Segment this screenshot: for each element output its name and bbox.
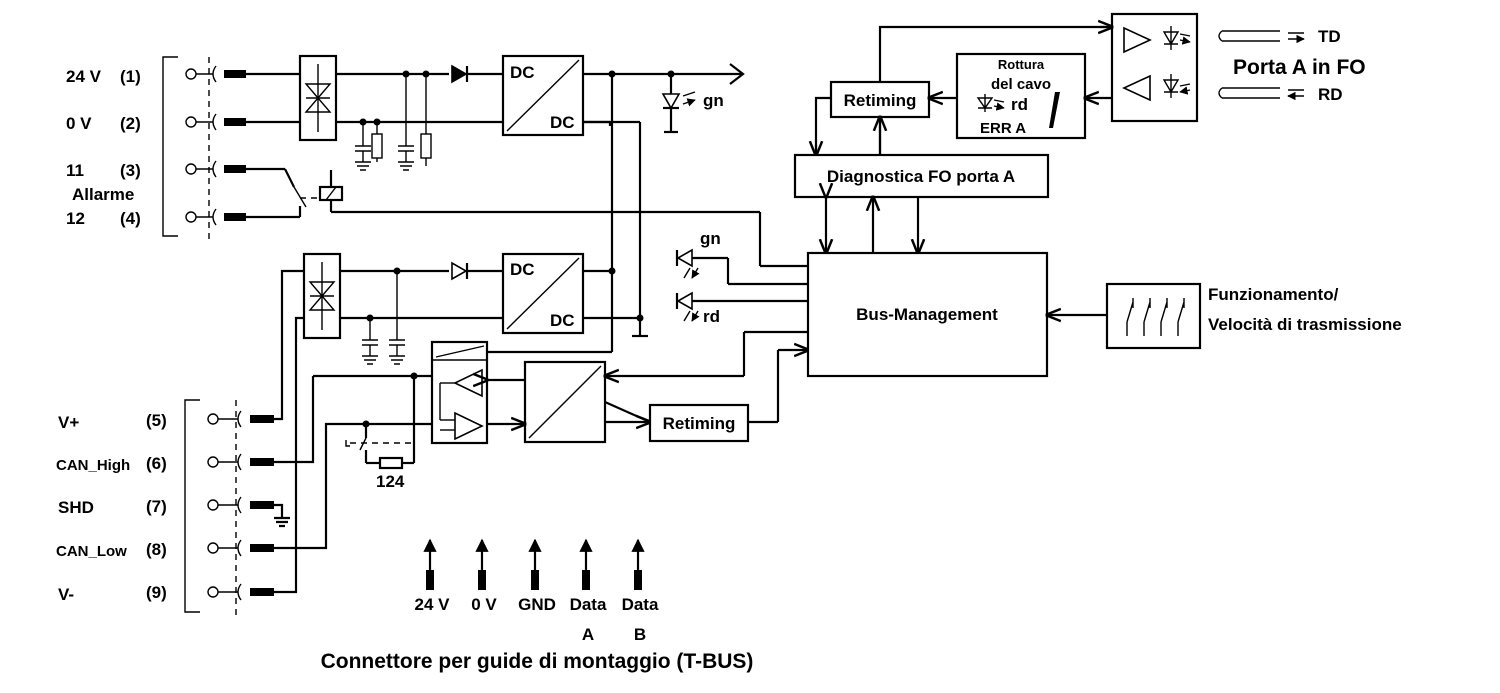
tbus-title: Connettore per guide di montaggio (T-BUS…: [321, 650, 754, 673]
terminal-screw-2: [185, 113, 246, 131]
switch-label-line2: Velocità di trasmissione: [1208, 315, 1402, 334]
terminal-screw-9: [207, 583, 274, 601]
err-a-label: ERR A: [980, 120, 1026, 137]
bus-management-block: Bus-Management: [806, 251, 1049, 378]
cable-break-line1: Rottura: [998, 57, 1045, 72]
tbus-pin-gnd-label: GND: [518, 595, 556, 614]
terminal-2-name: 0 V: [66, 114, 92, 133]
resistor-value-label: 124: [376, 472, 405, 491]
dc-input-label-bottom: DC: [510, 260, 535, 279]
tvs-suppressor-top: [298, 54, 338, 142]
diagnostics-block: Diagnostica FO porta A: [793, 153, 1050, 199]
tbus-pin-data-a-label2: A: [582, 625, 594, 644]
isolated-power-section: DC DC: [302, 252, 648, 365]
tbus-pin-data-b-label1: Data: [622, 595, 659, 614]
terminal-7-number: (7): [146, 497, 167, 516]
optocoupler: [523, 360, 607, 444]
status-led-gn-label: gn: [700, 229, 721, 248]
bus-management-label: Bus-Management: [856, 305, 998, 324]
dc-output-label-bottom: DC: [550, 311, 575, 330]
terminal-block-power: 24 V (1) 0 V (2) 11 (3) Allarme 12 (4): [66, 56, 246, 240]
retiming-can-label: Retiming: [663, 414, 736, 433]
tbus-pin-data-a: Data A: [570, 538, 607, 644]
tbus-pin-0v: 0 V: [471, 538, 497, 614]
terminal-8-number: (8): [146, 540, 167, 559]
terminal-5-number: (5): [146, 411, 167, 430]
tbus-pin-data-b: Data B: [622, 538, 659, 644]
terminal-screw-7: [207, 496, 274, 514]
fo-port-title: Porta A in FO: [1233, 56, 1366, 79]
terminal-screw-4: [185, 208, 246, 226]
terminal-2-number: (2): [120, 114, 141, 133]
cable-break-block: Rottura del cavo rd ERR A: [955, 52, 1087, 140]
terminal-4-number: (4): [120, 209, 141, 228]
terminal-3-number: (3): [120, 161, 141, 180]
tbus-pin-gnd: GND: [518, 538, 556, 614]
terminal-block-can: V+ (5) CAN_High (6) SHD (7) CAN_Low (8) …: [56, 269, 366, 616]
can-transceiver: [430, 340, 489, 445]
terminal-screw-1: [185, 65, 246, 83]
terminal-4-name: 12: [66, 209, 85, 228]
tbus-pin-24v: 24 V: [415, 538, 451, 614]
err-led-label: rd: [1011, 95, 1028, 114]
cable-break-line2: del cavo: [991, 76, 1051, 93]
power-supply-section: DC DC gn: [246, 54, 745, 352]
retiming-can-block: Retiming: [648, 403, 750, 443]
switch-label-line1: Funzionamento/: [1208, 285, 1339, 304]
diagnostics-label: Diagnostica FO porta A: [827, 167, 1015, 186]
terminal-3-name: 11: [66, 161, 84, 180]
tbus-connector[interactable]: 24 V 0 V GND Data A Data B Connettore pe…: [321, 538, 754, 673]
status-leds: gn rd: [675, 229, 808, 326]
filter-capacitors-bottom: [362, 271, 405, 365]
status-led-rd-icon: [675, 291, 808, 321]
alarm-label: Allarme: [72, 185, 134, 204]
dip-switch-block: [1105, 282, 1202, 350]
diode-bottom: [451, 261, 469, 281]
power-led-label: gn: [703, 91, 724, 110]
fo-rd-label: RD: [1318, 85, 1343, 104]
dc-dc-converter-top: DC DC: [501, 54, 585, 137]
retiming-fo-block: Retiming: [829, 80, 931, 119]
tbus-pin-data-b-label2: B: [634, 625, 646, 644]
retiming-fo-label: Retiming: [844, 91, 917, 110]
fiber-rd: RD: [1218, 85, 1343, 104]
alarm-relay: [246, 167, 808, 268]
terminal-9-number: (9): [146, 583, 167, 602]
terminal-1-number: (1): [120, 67, 141, 86]
tbus-pin-data-a-label1: Data: [570, 595, 607, 614]
terminal-7-name: SHD: [58, 498, 94, 517]
terminal-8-name: CAN_Low: [56, 543, 127, 560]
err-led-icon: [976, 94, 1004, 112]
status-led-gn-icon: [675, 248, 728, 278]
tvs-suppressor-bottom: [302, 252, 342, 340]
terminal-1-name: 24 V: [66, 67, 102, 86]
fiber-td: TD: [1218, 27, 1341, 46]
dc-dc-converter-bottom: DC DC: [501, 252, 585, 335]
terminal-6-name: CAN_High: [56, 457, 130, 474]
terminal-screw-3: [185, 160, 246, 178]
dc-output-label-top: DC: [550, 113, 575, 132]
fo-transceiver: [1110, 12, 1197, 123]
tbus-pin-24v-label: 24 V: [415, 595, 451, 614]
terminal-screw-5: [207, 410, 274, 428]
tbus-pin-0v-label: 0 V: [471, 595, 497, 614]
terminal-screw-6: [207, 453, 274, 471]
dc-input-label-top: DC: [510, 63, 535, 82]
signal-wedge-icon: [1049, 92, 1060, 128]
diode-top: [451, 64, 469, 84]
status-led-rd-label: rd: [703, 307, 720, 326]
power-led-icon: [661, 74, 695, 134]
terminal-5-name: V+: [58, 413, 79, 432]
termination-resistor: 124: [313, 372, 432, 491]
terminal-6-number: (6): [146, 454, 167, 473]
fo-td-label: TD: [1318, 27, 1341, 46]
filter-capacitors-top: [355, 74, 432, 171]
terminal-screw-8: [207, 539, 274, 557]
terminal-9-name: V-: [58, 585, 74, 604]
